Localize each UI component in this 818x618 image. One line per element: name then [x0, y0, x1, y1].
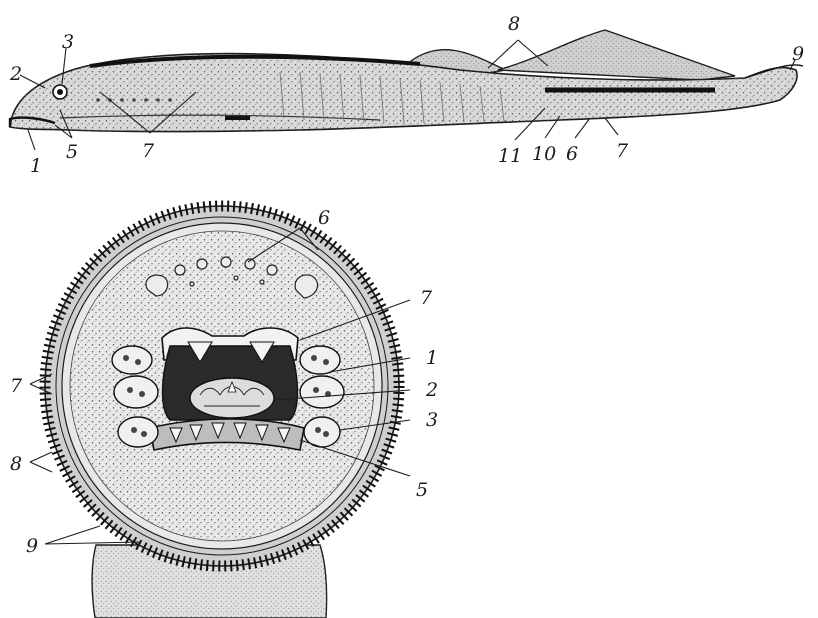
- side-label-1: 1: [30, 155, 42, 177]
- side-label-9: 9: [792, 43, 804, 65]
- mouth-label-9: 9: [26, 535, 38, 557]
- mouth-label-7-top: 7: [420, 287, 433, 309]
- side-label-11: 11: [498, 145, 522, 167]
- side-label-7-anterior: 7: [142, 140, 155, 162]
- mouth-label-7-left: 7: [10, 375, 23, 397]
- mouth-label-8: 8: [10, 453, 22, 475]
- mouth-label-5: 5: [416, 479, 428, 501]
- side-label-6: 6: [566, 143, 578, 165]
- mouth-view: 6 7 1 2 3 5 7 8 9: [10, 206, 438, 618]
- side-label-8: 8: [508, 13, 520, 35]
- side-label-10: 10: [532, 143, 556, 165]
- mouth-label-1: 1: [426, 347, 438, 369]
- side-label-5: 5: [66, 141, 78, 163]
- side-label-7-posterior: 7: [616, 140, 629, 162]
- side-label-3: 3: [62, 31, 74, 53]
- side-label-2: 2: [9, 63, 22, 85]
- mouth-label-6: 6: [318, 207, 330, 229]
- mouth-label-3: 3: [426, 409, 438, 431]
- mouth-label-2: 2: [425, 379, 438, 401]
- side-view: 1 2 3 5 7 8 9 11 10 6 7: [9, 13, 804, 177]
